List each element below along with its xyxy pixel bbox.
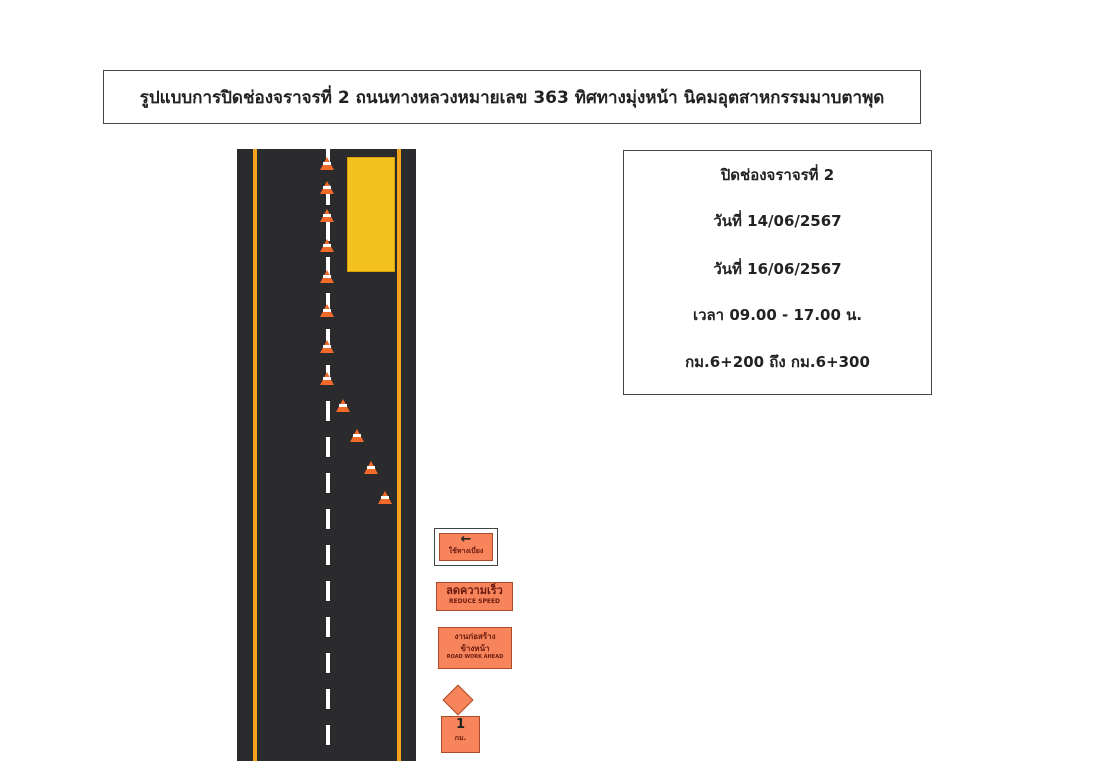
info-date-end: วันที่ 16/06/2567: [713, 260, 842, 278]
traffic-cone-icon: [320, 239, 334, 252]
road-work-sign: งานก่อสร้าง ข้างหน้า ROAD WORK AHEAD: [438, 627, 512, 669]
km-number: 1: [455, 717, 466, 732]
center-dash: [326, 725, 330, 745]
info-date-start: วันที่ 14/06/2567: [713, 212, 842, 230]
reduce-speed-sign: ลดความเร็ว REDUCE SPEED: [436, 582, 513, 611]
detour-sign-frame: ← ใช้ทางเบี่ยง: [434, 528, 498, 566]
right-edge-line: [397, 149, 401, 761]
traffic-cone-icon: [320, 340, 334, 353]
traffic-cone-icon: [320, 209, 334, 222]
road-work-en: ROAD WORK AHEAD: [446, 654, 504, 660]
traffic-cone-icon: [320, 270, 334, 283]
center-dash: [326, 437, 330, 457]
km-distance-sign: 1 กม.: [441, 716, 480, 753]
info-lane: ปิดช่องจราจรที่ 2: [720, 166, 835, 184]
detour-text: ใช้ทางเบี่ยง: [448, 547, 484, 555]
center-dash: [326, 689, 330, 709]
center-dash: [326, 653, 330, 673]
info-time: เวลา 09.00 - 17.00 น.: [692, 306, 863, 324]
traffic-cone-icon: [320, 157, 334, 170]
reduce-speed-en: REDUCE SPEED: [448, 598, 501, 605]
page-title: รูปแบบการปิดช่องจราจรที่ 2 ถนนทางหลวงหมา…: [103, 70, 921, 124]
center-dash: [326, 581, 330, 601]
reduce-speed-th: ลดความเร็ว: [446, 584, 503, 597]
work-zone: [347, 157, 395, 272]
traffic-cone-icon: [378, 491, 392, 504]
construction-diamond-sign: [442, 684, 474, 716]
road-work-th2: ข้างหน้า: [460, 644, 490, 653]
center-dash: [326, 257, 330, 277]
center-dash: [326, 329, 330, 349]
center-dash: [326, 221, 330, 241]
detour-sign: ← ใช้ทางเบี่ยง: [439, 533, 493, 561]
center-dash: [326, 617, 330, 637]
info-km: กม.6+200 ถึง กม.6+300: [685, 353, 870, 371]
left-edge-line: [253, 149, 257, 761]
traffic-cone-icon: [320, 304, 334, 317]
road-diagram: [237, 149, 416, 761]
traffic-cone-icon: [350, 429, 364, 442]
center-dash: [326, 473, 330, 493]
center-dash: [326, 185, 330, 205]
arrow-left-icon: ←: [460, 532, 472, 547]
traffic-cone-icon: [336, 399, 350, 412]
info-box: ปิดช่องจราจรที่ 2 วันที่ 14/06/2567 วันท…: [623, 150, 932, 395]
center-dash: [326, 401, 330, 421]
traffic-cone-icon: [320, 181, 334, 194]
km-unit: กม.: [454, 734, 467, 742]
road-work-th1: งานก่อสร้าง: [454, 632, 496, 641]
traffic-cone-icon: [364, 461, 378, 474]
center-dash: [326, 545, 330, 565]
traffic-cone-icon: [320, 372, 334, 385]
center-dash: [326, 509, 330, 529]
center-dash: [326, 293, 330, 313]
